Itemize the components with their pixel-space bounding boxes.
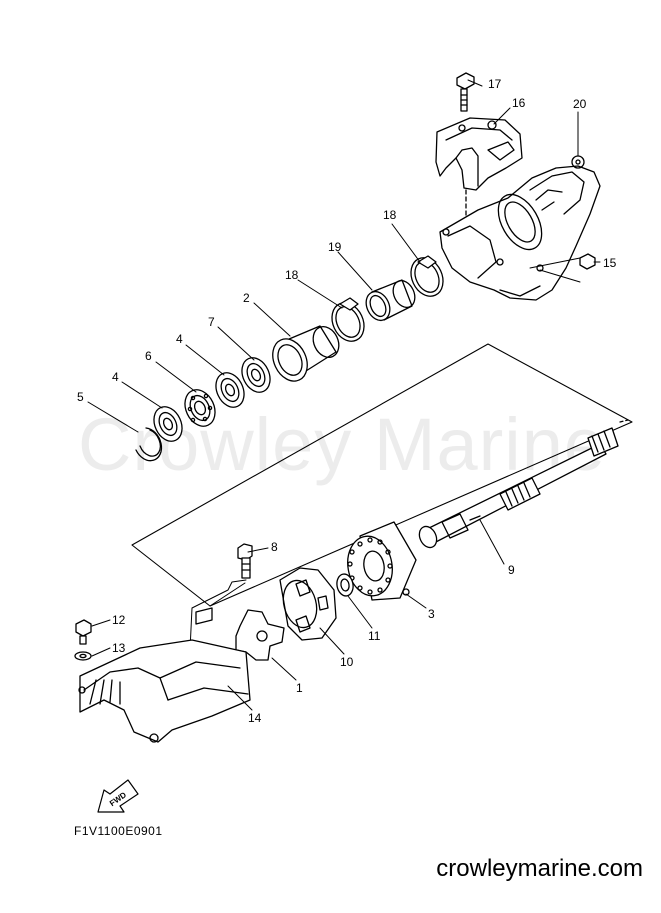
part-11-washer	[336, 573, 354, 597]
callout-18-upper: 18	[383, 208, 397, 222]
fwd-arrow-icon	[97, 779, 139, 813]
part-5-circlip	[135, 427, 163, 462]
callout-4-upper: 4	[176, 332, 183, 346]
part-15-bolt	[579, 253, 596, 270]
callout-3: 3	[428, 607, 435, 621]
part-2-housing	[272, 325, 340, 382]
callout-4-lower: 4	[112, 370, 119, 384]
callout-6: 6	[145, 349, 152, 363]
callout-20: 20	[573, 97, 587, 111]
callout-8: 8	[271, 540, 278, 554]
part-3-coupler	[347, 521, 417, 601]
part-7-bearing	[241, 357, 271, 393]
callout-2: 2	[243, 291, 250, 305]
part-12-bolt	[75, 619, 92, 645]
part-9-drive-shaft	[418, 419, 629, 549]
callout-19: 19	[328, 240, 342, 254]
callout-12: 12	[112, 613, 126, 627]
detail-box-leader	[209, 582, 246, 607]
site-url: crowleymarine.com	[436, 855, 643, 882]
callout-7: 7	[208, 315, 215, 329]
part-20-housing	[439, 155, 601, 301]
part-17-bolt	[456, 72, 475, 112]
callout-9: 9	[508, 563, 515, 577]
part-13-washer	[74, 651, 92, 661]
callout-10: 10	[340, 655, 354, 669]
callout-14: 14	[248, 711, 262, 725]
part-19-sleeve	[365, 279, 416, 322]
part-4-bearing-lower	[153, 406, 183, 442]
callout-1: 1	[296, 681, 303, 695]
part-6-ball-bearing	[184, 389, 216, 427]
part-18-clamp-upper	[410, 255, 444, 297]
part-1-damper	[235, 609, 285, 661]
callout-18-lower: 18	[285, 268, 299, 282]
callout-11: 11	[368, 629, 381, 643]
part-10-coupler	[279, 567, 337, 641]
part-16-bracket	[435, 117, 523, 221]
callout-15: 15	[603, 256, 617, 270]
part-8-bolt	[237, 543, 253, 579]
drawing-code: F1V1100E0901	[74, 824, 163, 838]
leader-lines	[87, 79, 601, 711]
callout-13: 13	[112, 641, 126, 655]
part-18-clamp-lower	[331, 297, 365, 342]
callout-5: 5	[77, 390, 84, 404]
callout-16: 16	[512, 96, 526, 110]
part-14-tube-housing	[78, 607, 251, 743]
callout-17: 17	[488, 77, 502, 91]
